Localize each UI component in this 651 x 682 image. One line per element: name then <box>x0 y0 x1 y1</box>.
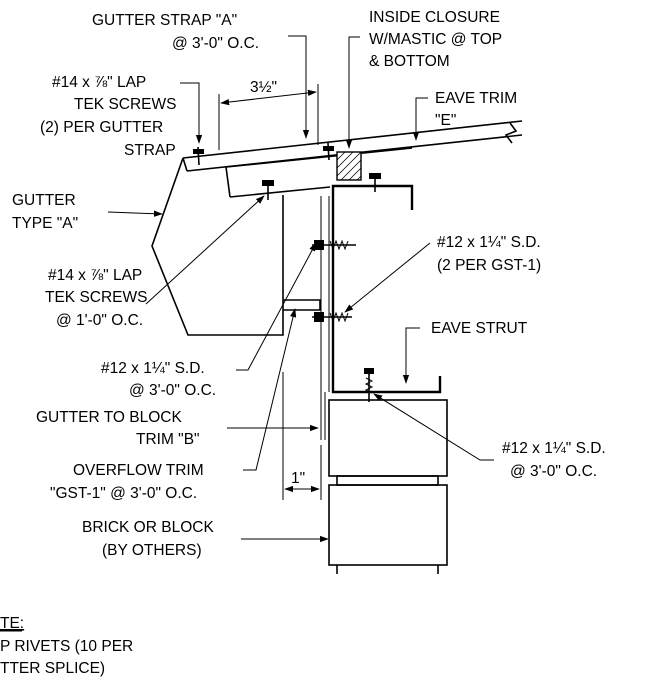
block-wall <box>328 399 448 574</box>
label-overflow-trim-line1: OVERFLOW TRIM <box>73 462 204 479</box>
dimension-3-5in-label: 3½" <box>250 79 277 96</box>
label-eave-strut: EAVE STRUT <box>431 320 528 337</box>
label-gutter-block-trim-line2: TRIM "B" <box>136 431 200 448</box>
label-inside-closure: INSIDE CLOSURE W/MASTIC @ TOP & BOTTOM <box>369 9 502 70</box>
label-sd-gst-line2: (2 PER GST-1) <box>437 257 541 274</box>
screw-strut-top <box>369 173 381 192</box>
dimension-1in-label: 1" <box>291 470 305 487</box>
eave-trim <box>225 147 413 198</box>
label-gutter-strap: GUTTER STRAP "A" @ 3'-0" O.C. <box>92 12 259 52</box>
note-line1: P RIVETS (10 PER <box>0 638 133 655</box>
label-gutter-type-line1: GUTTER <box>12 192 76 209</box>
note-heading: TE: <box>0 615 24 632</box>
label-sd-left: #12 x 1¼" S.D. @ 3'-0" O.C. <box>101 360 216 399</box>
label-eave-trim: EAVE TRIM "E" <box>435 90 517 129</box>
label-overflow-trim-line2: "GST-1" @ 3'-0" O.C. <box>50 485 197 502</box>
eave-strut <box>320 184 442 394</box>
label-gutter-type: GUTTER TYPE "A" <box>12 192 78 232</box>
label-brick-block-line1: BRICK OR BLOCK <box>82 519 214 536</box>
screw-strap-right <box>323 142 334 161</box>
screw-strap-left <box>193 146 204 166</box>
label-lap-tek-top-line4: STRAP <box>124 142 176 159</box>
label-sd-left-line1: #12 x 1¼" S.D. <box>101 360 205 377</box>
label-lap-tek-mid-line3: @ 1'-0" O.C. <box>56 312 143 329</box>
label-inside-closure-line3: & BOTTOM <box>369 53 450 70</box>
label-eave-strut-text: EAVE STRUT <box>431 320 528 337</box>
label-brick-block: BRICK OR BLOCK (BY OTHERS) <box>82 519 214 559</box>
note-line2: TTER SPLICE) <box>0 660 105 677</box>
label-lap-tek-top-line1: #14 x ⅞" LAP <box>52 74 146 91</box>
leaders <box>107 35 494 543</box>
label-gutter-strap-line1: GUTTER STRAP "A" <box>92 12 237 29</box>
screw-gst-upper <box>312 239 356 251</box>
label-gutter-strap-line2: @ 3'-0" O.C. <box>172 35 259 52</box>
screw-gutter-top <box>262 180 274 200</box>
label-lap-tek-top-line3: (2) PER GUTTER <box>40 119 163 136</box>
label-gutter-type-line2: TYPE "A" <box>12 215 78 232</box>
label-lap-tek-top: #14 x ⅞" LAP TEK SCREWS (2) PER GUTTER S… <box>40 74 176 159</box>
label-sd-gst-line1: #12 x 1¼" S.D. <box>437 234 541 251</box>
label-sd-right-line1: #12 x 1¼" S.D. <box>502 440 606 457</box>
screw-strut-bottom <box>364 368 374 402</box>
gutter-profile <box>151 157 321 336</box>
label-brick-block-line2: (BY OTHERS) <box>102 542 202 559</box>
label-inside-closure-line2: W/MASTIC @ TOP <box>369 31 502 48</box>
label-lap-tek-mid-line2: TEK SCREWS <box>45 289 147 306</box>
inside-closure <box>336 151 362 181</box>
label-sd-right: #12 x 1¼" S.D. @ 3'-0" O.C. <box>502 440 606 480</box>
label-eave-trim-line1: EAVE TRIM <box>435 90 517 107</box>
label-gutter-block-trim-line1: GUTTER TO BLOCK <box>36 409 183 426</box>
dimension-1in: 1" <box>282 372 322 500</box>
dimension-3-5in: 3½" <box>218 79 319 150</box>
label-lap-tek-top-line2: TEK SCREWS <box>74 96 176 113</box>
label-inside-closure-line1: INSIDE CLOSURE <box>369 9 500 26</box>
note-block: TE: P RIVETS (10 PER TTER SPLICE) <box>0 615 133 677</box>
label-gutter-block-trim: GUTTER TO BLOCK TRIM "B" <box>36 409 200 448</box>
label-sd-right-line2: @ 3'-0" O.C. <box>510 463 597 480</box>
label-lap-tek-mid-line1: #14 x ⅞" LAP <box>48 267 142 284</box>
label-sd-left-line2: @ 3'-0" O.C. <box>129 382 216 399</box>
screw-gst-lower <box>312 311 352 323</box>
overflow-trim <box>320 392 326 440</box>
label-overflow-trim: OVERFLOW TRIM "GST-1" @ 3'-0" O.C. <box>50 462 204 502</box>
label-lap-tek-mid: #14 x ⅞" LAP TEK SCREWS @ 1'-0" O.C. <box>45 267 147 329</box>
label-sd-gst: #12 x 1¼" S.D. (2 PER GST-1) <box>437 234 541 274</box>
label-eave-trim-line2: "E" <box>435 112 456 129</box>
